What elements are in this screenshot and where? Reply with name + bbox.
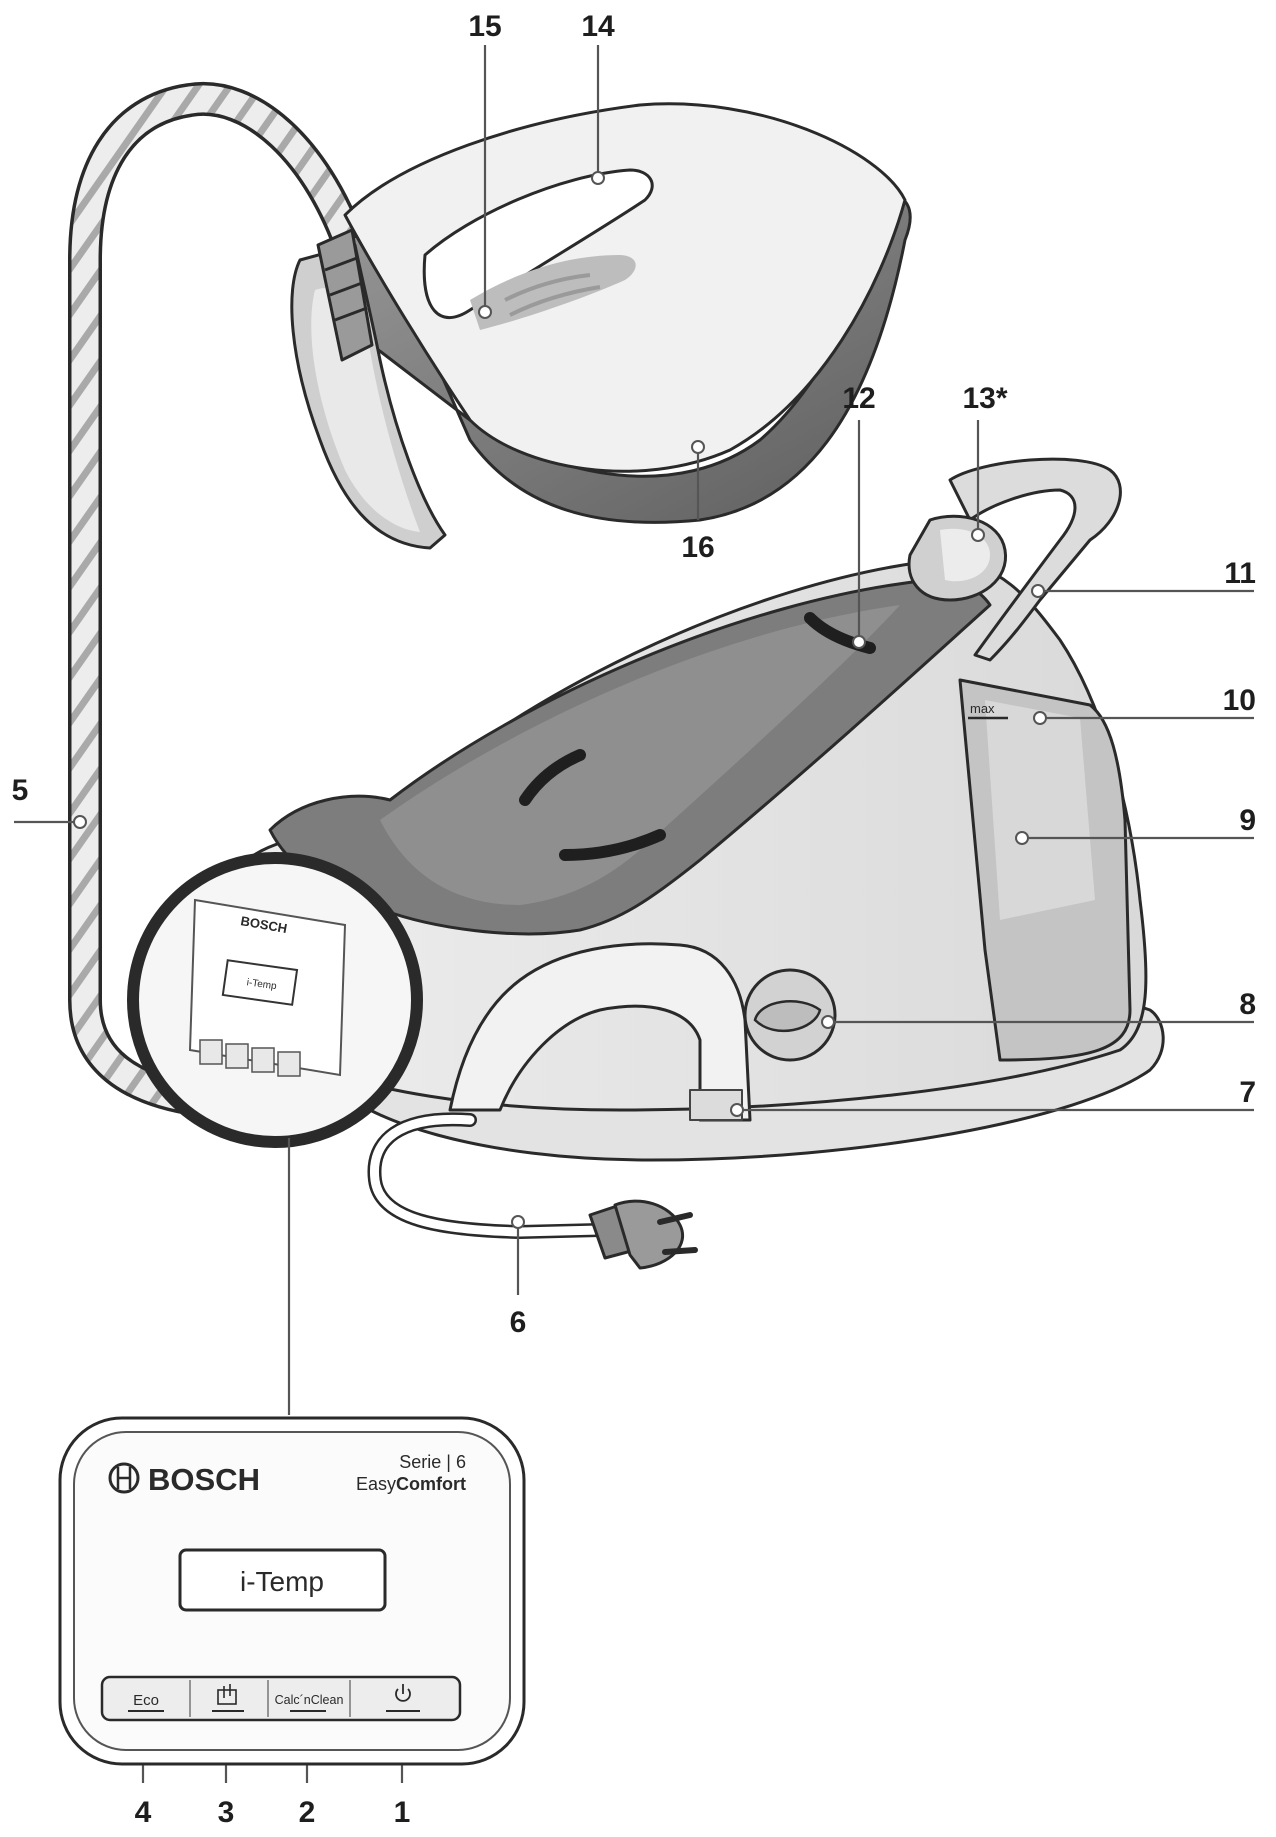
steam-hose xyxy=(68,81,372,1129)
callout-12: 12 xyxy=(842,382,875,415)
panel-display xyxy=(178,1548,387,1612)
control-panel-detail: BOSCH Serie | 6 EasyComfort i-Temp Eco xyxy=(58,1416,526,1766)
svg-text:i-Temp: i-Temp xyxy=(246,977,278,992)
callout-3: 3 xyxy=(218,1796,235,1829)
panel-brand: BOSCH xyxy=(148,1462,260,1497)
callout-numbers: 15 14 16 12 13* 11 10 9 8 7 5 6 4 3 2 1 xyxy=(12,10,1256,1829)
tank-max-marking: max xyxy=(970,701,995,716)
power-button[interactable] xyxy=(352,1679,458,1718)
calc-n-clean-button[interactable]: Calc´nClean xyxy=(270,1679,348,1718)
callout-2: 2 xyxy=(299,1796,316,1829)
steam-shot-button[interactable] xyxy=(192,1679,266,1718)
bosch-logo-icon xyxy=(108,1462,140,1494)
callout-8: 8 xyxy=(1239,988,1256,1021)
panel-series: Serie | 6 xyxy=(399,1452,466,1472)
eco-button[interactable]: Eco xyxy=(104,1679,188,1718)
panel-model: EasyComfort xyxy=(356,1474,466,1494)
callout-10: 10 xyxy=(1223,684,1256,717)
callout-11: 11 xyxy=(1224,557,1256,590)
power-icon xyxy=(395,1684,411,1702)
calc-n-clean-label: Calc´nClean xyxy=(275,1693,344,1707)
callout-14: 14 xyxy=(581,10,615,43)
steam-iron xyxy=(290,102,912,550)
callout-15: 15 xyxy=(468,10,501,43)
callout-5: 5 xyxy=(12,774,29,807)
control-panel-magnifier: i-Temp BOSCH xyxy=(127,852,423,1148)
callout-9: 9 xyxy=(1239,804,1256,837)
panel-display-text: i-Temp xyxy=(240,1566,324,1597)
callout-13: 13* xyxy=(962,382,1007,415)
eco-button-label: Eco xyxy=(133,1692,159,1709)
callout-1: 1 xyxy=(394,1796,411,1829)
power-cord xyxy=(367,1112,698,1270)
callout-16: 16 xyxy=(681,531,714,564)
steam-shot-icon xyxy=(217,1684,237,1705)
callout-6: 6 xyxy=(510,1306,527,1339)
callout-7: 7 xyxy=(1239,1076,1256,1109)
callout-4: 4 xyxy=(135,1796,152,1829)
steam-station: max xyxy=(216,457,1165,1162)
